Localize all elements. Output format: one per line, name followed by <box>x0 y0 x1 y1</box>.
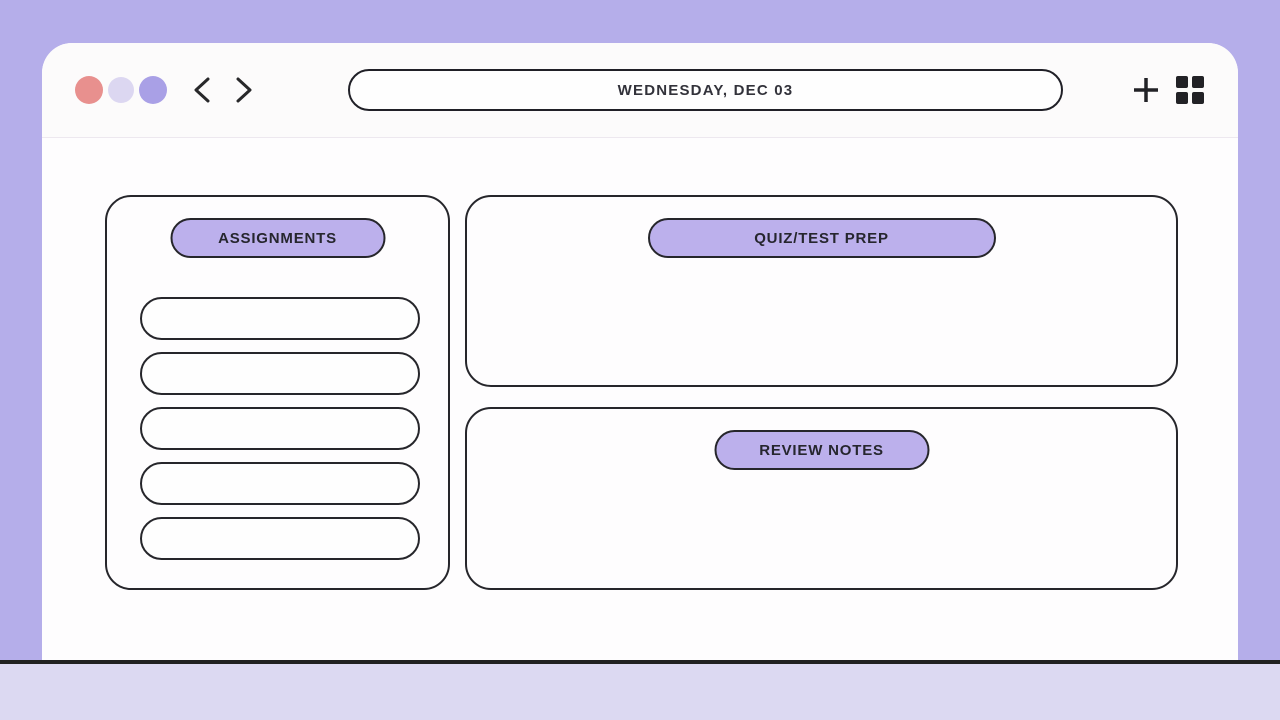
assignments-panel-title: ASSIGNMENTS <box>170 218 385 258</box>
quiz-prep-panel: QUIZ/TEST PREP <box>465 195 1178 387</box>
close-dot-icon[interactable] <box>75 76 103 104</box>
quiz-prep-title-label: QUIZ/TEST PREP <box>754 229 889 247</box>
bottom-divider <box>0 660 1280 664</box>
plus-icon <box>1130 74 1162 106</box>
browser-header: WEDNESDAY, DEC 03 <box>42 43 1238 138</box>
maximize-dot-icon[interactable] <box>139 76 167 104</box>
grid-icon <box>1176 76 1204 104</box>
assignment-row[interactable] <box>140 352 420 395</box>
apps-grid-button[interactable] <box>1174 74 1206 106</box>
assignment-row[interactable] <box>140 517 420 560</box>
traffic-lights <box>75 76 167 104</box>
chevron-left-icon <box>192 76 212 104</box>
browser-window: WEDNESDAY, DEC 03 <box>42 43 1238 660</box>
address-bar[interactable]: WEDNESDAY, DEC 03 <box>348 69 1063 111</box>
review-notes-panel: REVIEW NOTES <box>465 407 1178 590</box>
address-bar-text: WEDNESDAY, DEC 03 <box>617 81 794 99</box>
header-actions <box>1130 74 1206 106</box>
assignments-panel: ASSIGNMENTS <box>105 195 450 590</box>
chevron-right-icon <box>234 76 254 104</box>
new-tab-button[interactable] <box>1130 74 1162 106</box>
quiz-prep-panel-title: QUIZ/TEST PREP <box>647 218 996 258</box>
assignment-row[interactable] <box>140 407 420 450</box>
review-notes-panel-title: REVIEW NOTES <box>714 430 929 470</box>
review-notes-title-label: REVIEW NOTES <box>759 441 884 459</box>
assignments-rows <box>140 297 420 560</box>
assignment-row[interactable] <box>140 297 420 340</box>
assignment-row[interactable] <box>140 462 420 505</box>
assignments-title-label: ASSIGNMENTS <box>218 229 337 247</box>
forward-button[interactable] <box>229 73 258 107</box>
bottom-strip <box>0 664 1280 720</box>
minimize-dot-icon[interactable] <box>108 77 134 103</box>
nav-controls <box>187 73 258 107</box>
back-button[interactable] <box>187 73 216 107</box>
